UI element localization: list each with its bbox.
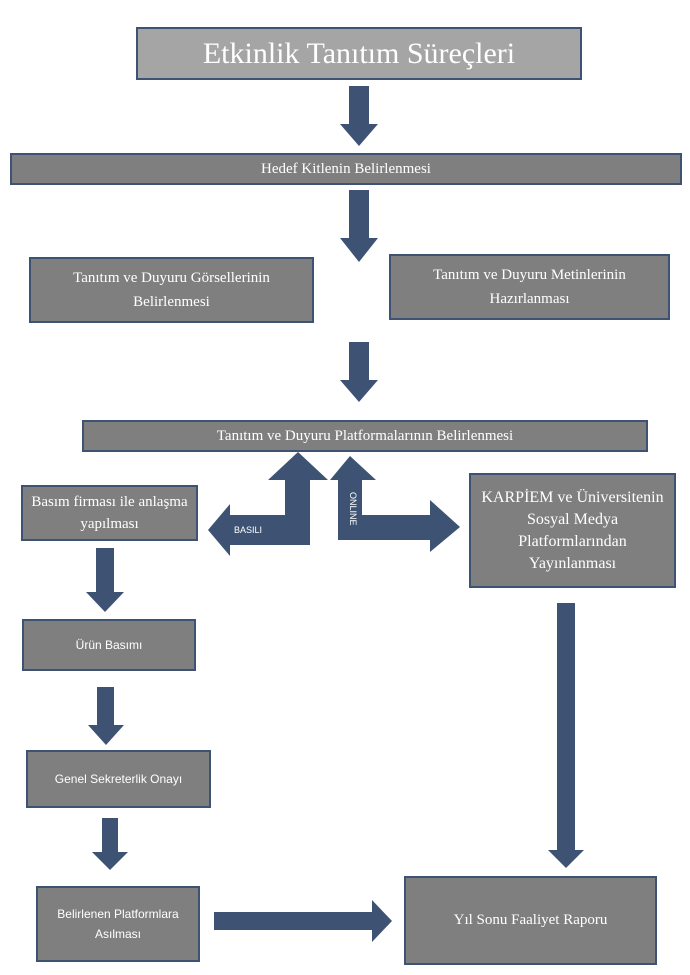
step-social-media-label: KARPİEM ve Üniversitenin Sosyal Medya Pl… (481, 488, 664, 572)
arrow-down-6 (92, 818, 128, 870)
step-printing-agreement: Basım firması ile anlaşma yapılması (21, 485, 198, 541)
arrow-down-5 (88, 687, 124, 745)
arrow-right-final (214, 900, 392, 942)
step-annual-report-label: Yıl Sonu Faaliyet Raporu (453, 912, 608, 928)
step-social-media: KARPİEM ve Üniversitenin Sosyal Medya Pl… (469, 473, 676, 588)
arrow-printed-branch (208, 452, 328, 556)
branch-label-online: ONLINE (348, 492, 358, 526)
step-visuals: Tanıtım ve Duyuru Görsellerinin Belirlen… (29, 257, 314, 323)
step-posting: Belirlenen Platformlara Asılması (36, 886, 200, 962)
step-product-printing: Ürün Basımı (22, 619, 196, 671)
arrow-down-long (548, 603, 584, 868)
step-texts: Tanıtım ve Duyuru Metinlerinin Hazırlanm… (389, 254, 670, 320)
page-title-text: Etkinlik Tanıtım Süreçleri (202, 36, 516, 70)
arrow-down-1 (340, 86, 378, 146)
step-product-printing-label: Ürün Basımı (75, 638, 143, 652)
step-annual-report: Yıl Sonu Faaliyet Raporu (404, 876, 657, 965)
step-platforms: Tanıtım ve Duyuru Platformalarının Belir… (82, 420, 648, 452)
step-target-audience: Hedef Kitlenin Belirlenmesi (10, 153, 682, 185)
branch-label-printed: BASILI (234, 525, 263, 535)
step-posting-label: Belirlenen Platformlara Asılması (57, 907, 179, 941)
arrow-down-2 (340, 190, 378, 262)
arrow-online-branch (330, 456, 460, 552)
step-general-secretary-label: Genel Sekreterlik Onayı (54, 772, 183, 786)
step-visuals-label: Tanıtım ve Duyuru Görsellerinin Belirlen… (73, 270, 270, 310)
step-general-secretary: Genel Sekreterlik Onayı (26, 750, 211, 808)
page-title: Etkinlik Tanıtım Süreçleri (136, 27, 582, 80)
arrow-down-3 (340, 342, 378, 402)
step-target-audience-label: Hedef Kitlenin Belirlenmesi (261, 160, 431, 177)
arrow-down-4 (86, 548, 124, 612)
step-platforms-label: Tanıtım ve Duyuru Platformalarının Belir… (216, 427, 514, 444)
step-texts-label: Tanıtım ve Duyuru Metinlerinin Hazırlanm… (433, 267, 626, 307)
step-printing-agreement-label: Basım firması ile anlaşma yapılması (31, 494, 188, 532)
